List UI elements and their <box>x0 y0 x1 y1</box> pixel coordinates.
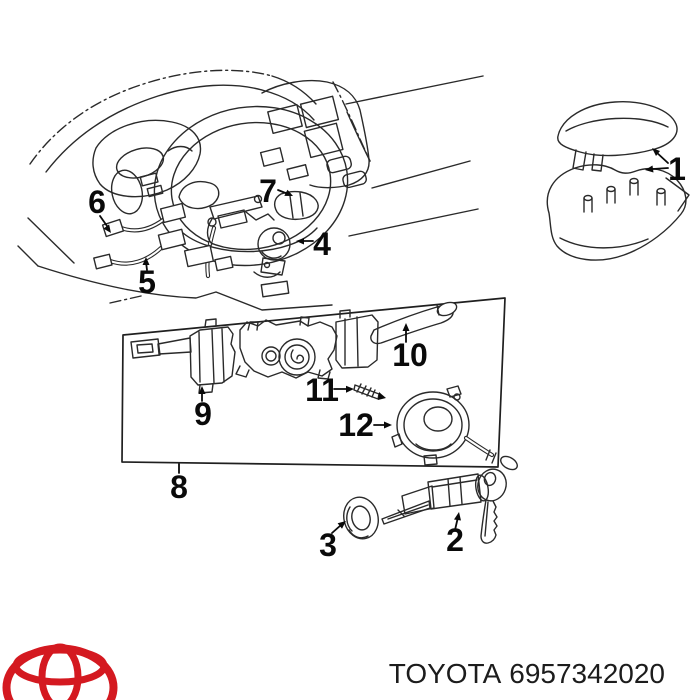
stalk-lever <box>206 190 319 245</box>
callout-5-label: 5 <box>138 264 156 300</box>
callouts: 1 2 3 4 5 <box>88 148 686 563</box>
callout-4: 4 <box>296 226 331 262</box>
callout-10: 10 <box>392 323 428 373</box>
ignition-lock-cylinder <box>381 473 490 525</box>
switch-bracket-body <box>235 316 338 380</box>
instrument-cluster <box>92 119 202 215</box>
toyota-logo <box>2 643 118 700</box>
column-cover-upper <box>557 101 678 172</box>
callout-5: 5 <box>138 257 156 300</box>
part-number: 6957342020 <box>509 658 665 689</box>
callout-1: 1 <box>645 148 686 187</box>
wire-harness <box>93 202 290 298</box>
column-cover-lower <box>546 164 690 261</box>
callout-10-label: 10 <box>392 337 428 373</box>
callout-7-label: 7 <box>259 173 277 209</box>
turn-signal-switch <box>130 318 236 394</box>
callout-12-label: 12 <box>338 407 374 443</box>
callout-3-label: 3 <box>319 527 337 563</box>
brand-text: TOYOTA <box>388 658 502 689</box>
callout-9-label: 9 <box>194 396 212 432</box>
callout-12: 12 <box>338 407 392 443</box>
steering-wheel <box>153 105 349 278</box>
callout-8: 8 <box>170 463 188 505</box>
callout-3: 3 <box>319 521 346 563</box>
screw <box>353 383 386 400</box>
callout-7: 7 <box>259 173 293 209</box>
callout-11-label: 11 <box>305 372 339 408</box>
callout-8-label: 8 <box>170 469 188 505</box>
key-cylinder-ring <box>343 496 379 540</box>
callout-4-label: 4 <box>313 226 331 262</box>
wiper-switch <box>335 301 458 369</box>
spiral-cable <box>391 385 518 471</box>
key-interlock-actuator <box>257 227 291 276</box>
ignition-key <box>477 468 507 544</box>
callout-2: 2 <box>446 512 464 558</box>
callout-9: 9 <box>194 386 212 432</box>
callout-2-label: 2 <box>446 522 464 558</box>
switch-assembly-box <box>121 297 506 468</box>
callout-1-label: 1 <box>668 151 686 187</box>
callout-6-label: 6 <box>88 184 106 220</box>
callout-11: 11 <box>305 372 354 408</box>
callout-6: 6 <box>88 184 111 233</box>
